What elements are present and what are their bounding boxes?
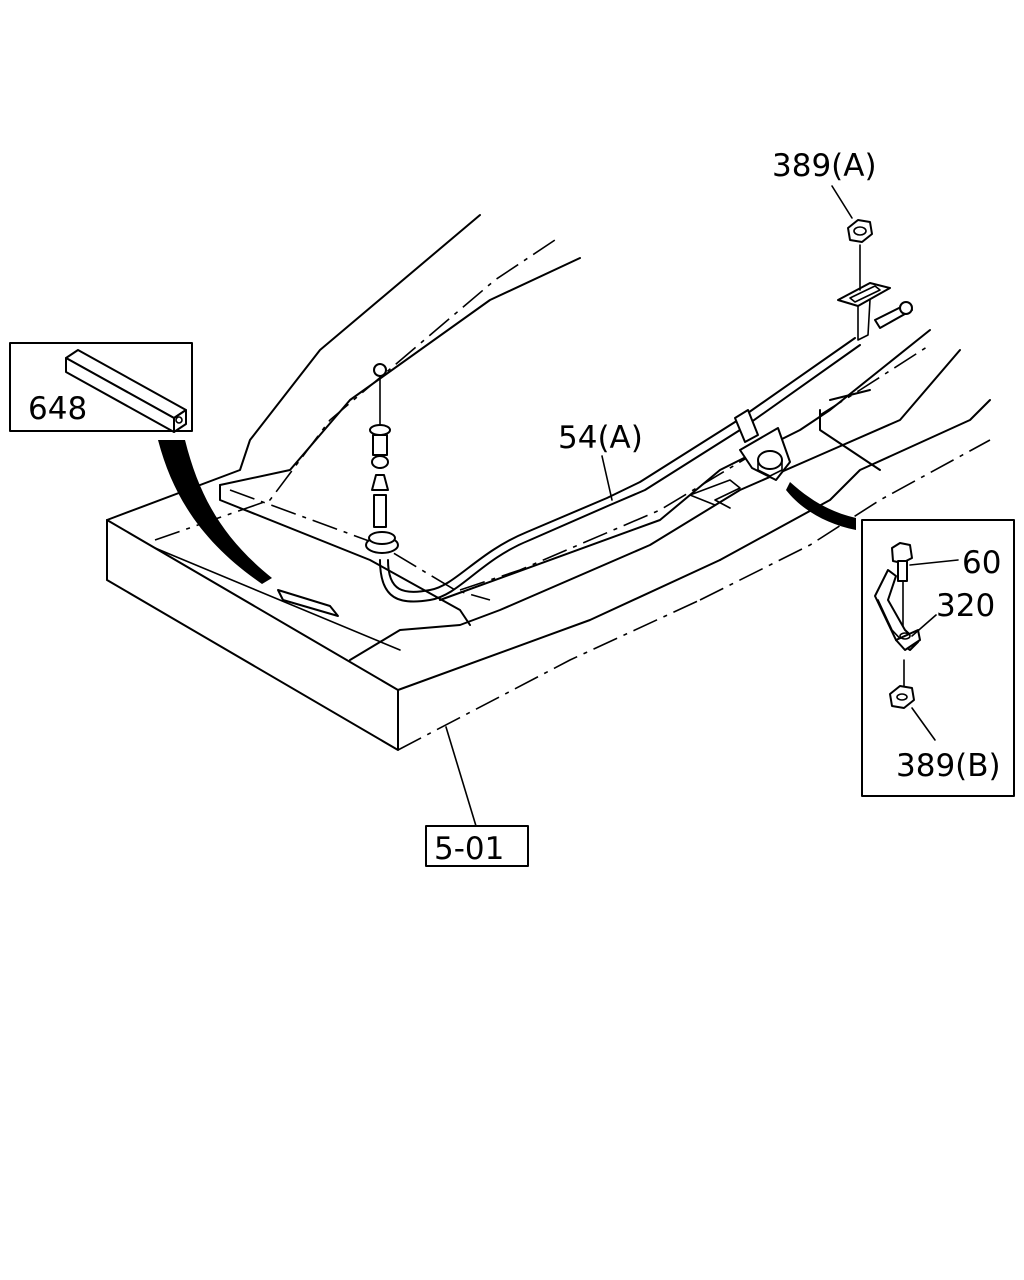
frame-inner-step [349, 349, 961, 661]
cable-end-fitting [365, 363, 399, 554]
floor-slot [277, 589, 339, 617]
callout-389a: 389(A) [772, 148, 877, 184]
frame-inner-step-dashed [459, 449, 761, 591]
inset-clip [861, 519, 1015, 797]
frame-right-dashed [699, 439, 991, 601]
bolt-60 [891, 542, 913, 631]
nut-389a [847, 219, 873, 243]
leader-389b [911, 707, 936, 741]
frame-crossmember-dashed [229, 489, 491, 601]
leader-5-01 [445, 726, 477, 827]
cable-line-a [379, 344, 861, 603]
inset-grommet [9, 342, 193, 433]
callout-648: 648 [28, 391, 87, 427]
leader-389a [831, 185, 853, 219]
frame-rail-left-inner [219, 257, 581, 486]
leader-320 [911, 614, 937, 637]
callout-54a: 54(A) [558, 420, 643, 456]
frame-ref-box [425, 825, 529, 867]
frame-rail-right-dashed [819, 344, 931, 416]
frame-bottom-right-dashed [397, 599, 701, 751]
frame-bottom-line [154, 547, 401, 651]
callout-60: 60 [962, 545, 1001, 581]
frame-right-edge [819, 389, 881, 471]
leader-54a [601, 455, 613, 501]
pointer-grommet [158, 440, 272, 584]
leader-lines [69, 185, 856, 827]
frame-top-edge-front [106, 519, 721, 691]
leader-60 [909, 559, 959, 566]
frame-right-outer [719, 399, 991, 561]
grommet-part [65, 349, 187, 433]
callout-389b: 389(B) [896, 748, 1001, 784]
inset-clip-box [861, 519, 1015, 797]
frame-front-face [106, 519, 399, 751]
frame-crossmember [219, 484, 471, 626]
frame-l-bracket [689, 479, 741, 509]
cable-clip-assembly [734, 409, 791, 481]
cable-line-b [387, 337, 856, 593]
pointer-clip [786, 482, 856, 530]
brake-cable [365, 219, 913, 603]
callout-320: 320 [936, 588, 995, 624]
nut-389b [889, 685, 915, 709]
frame-rail-left-dashed [154, 239, 556, 541]
upper-bracket [837, 244, 913, 341]
callout-5-01: 5-01 [434, 831, 504, 867]
